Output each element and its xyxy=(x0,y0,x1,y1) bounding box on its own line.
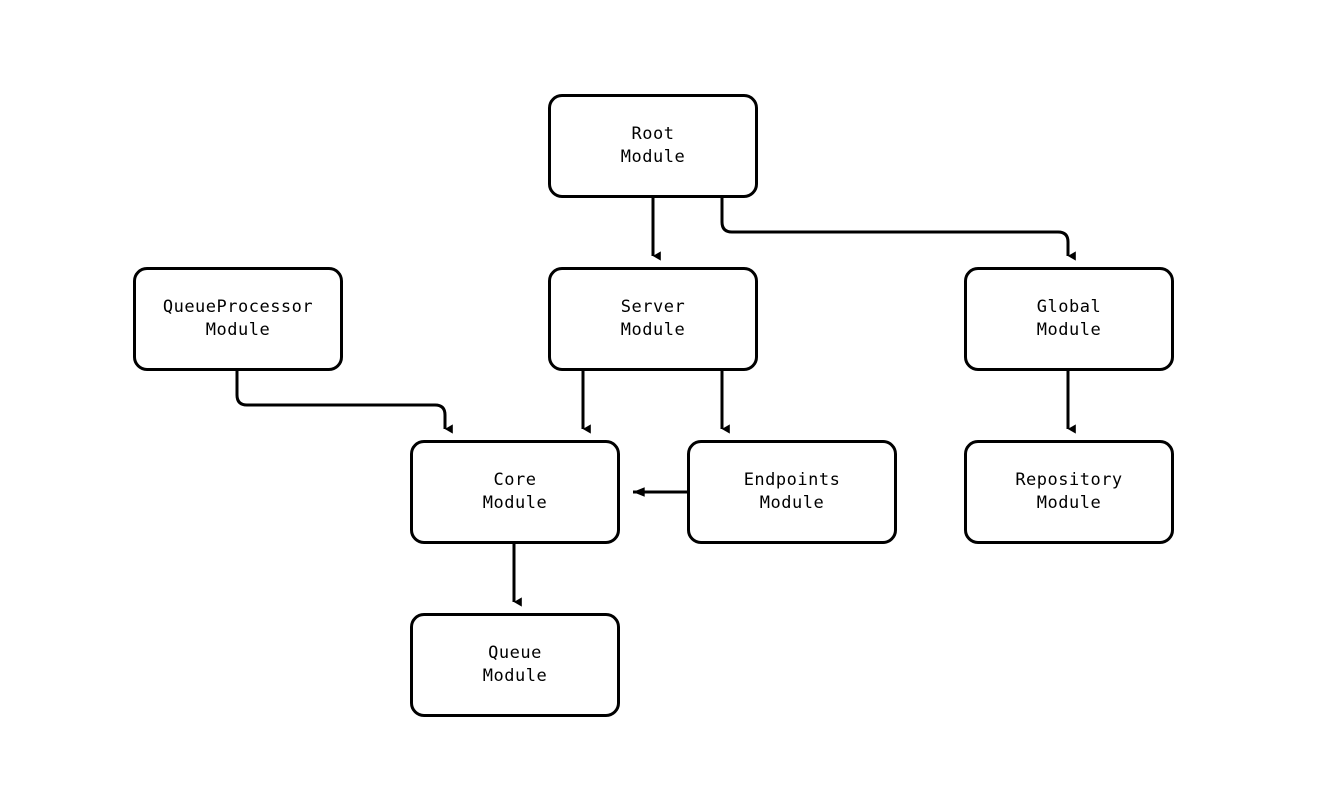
node-core-module[interactable]: Core Module xyxy=(410,440,620,544)
node-core-module-name: Core xyxy=(493,470,537,490)
node-repository-module-name: Repository xyxy=(1015,470,1123,490)
node-queue-module[interactable]: Queue Module xyxy=(410,613,620,717)
node-root-module[interactable]: Root Module xyxy=(548,94,758,198)
node-queue-module-name: Queue xyxy=(488,643,542,663)
edge-root-to-global xyxy=(720,198,1076,261)
node-queueprocessor-module-name: QueueProcessor xyxy=(162,297,314,317)
node-queue-module-suffix: Module xyxy=(482,666,548,686)
node-endpoints-module-name: Endpoints xyxy=(743,470,841,490)
node-server-module-suffix: Module xyxy=(620,320,686,340)
node-global-module[interactable]: Global Module xyxy=(964,267,1174,371)
node-endpoints-module[interactable]: Endpoints Module xyxy=(687,440,897,544)
node-core-module-suffix: Module xyxy=(482,493,548,513)
node-queueprocessor-module[interactable]: QueueProcessor Module xyxy=(133,267,343,371)
node-root-module-suffix: Module xyxy=(620,147,686,167)
node-global-module-suffix: Module xyxy=(1036,320,1102,340)
node-server-module[interactable]: Server Module xyxy=(548,267,758,371)
edge-queueprocessor-to-core xyxy=(235,371,453,434)
node-root-module-name: Root xyxy=(631,124,675,144)
node-repository-module[interactable]: Repository Module xyxy=(964,440,1174,544)
node-global-module-name: Global xyxy=(1036,297,1102,317)
node-endpoints-module-suffix: Module xyxy=(759,493,825,513)
node-repository-module-suffix: Module xyxy=(1036,493,1102,513)
node-queueprocessor-module-suffix: Module xyxy=(205,320,271,340)
node-server-module-name: Server xyxy=(620,297,686,317)
